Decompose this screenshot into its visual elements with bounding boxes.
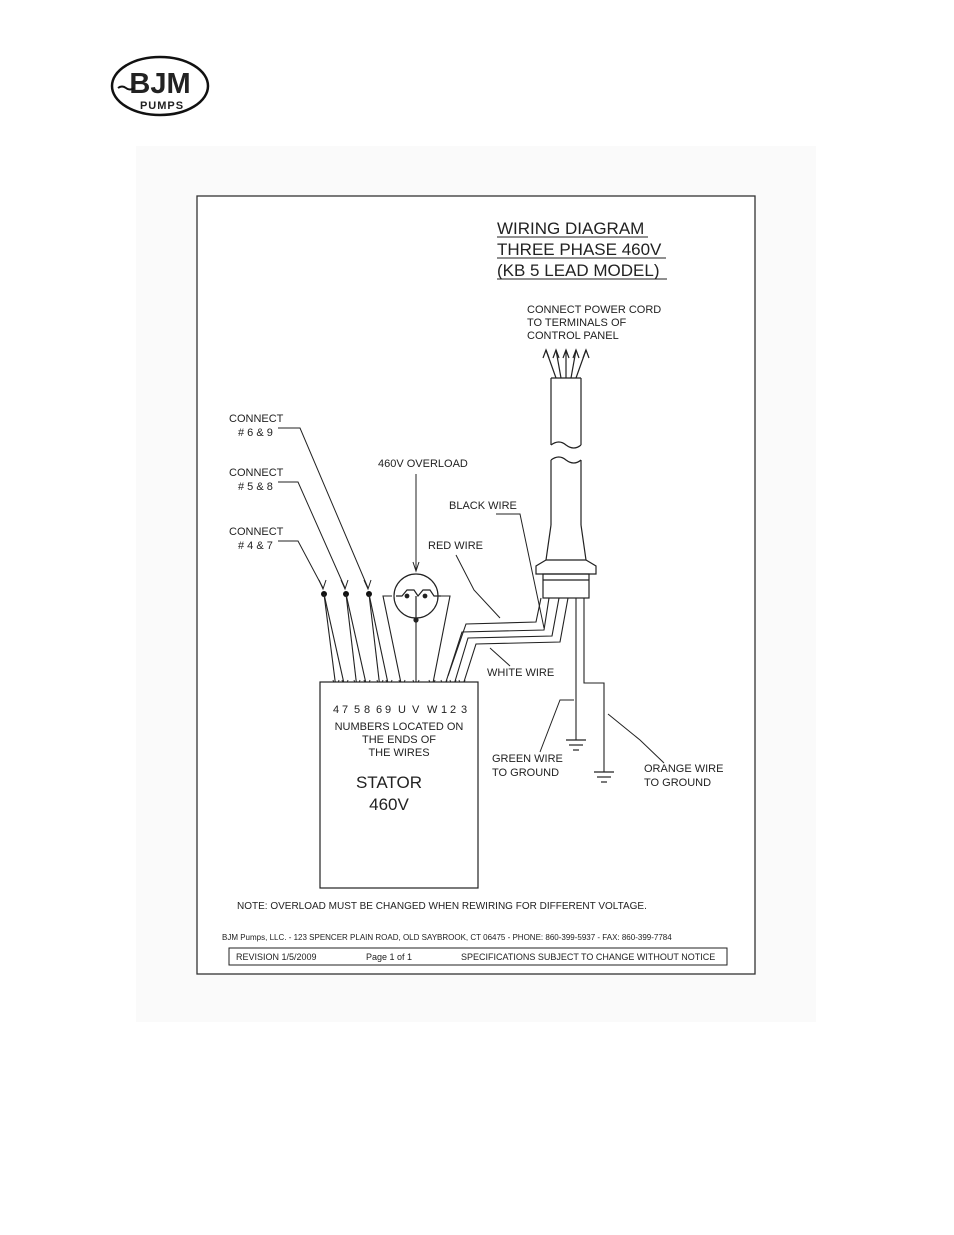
wire-numbers-note: NUMBERS LOCATED ON THE ENDS OF THE WIRES: [335, 721, 464, 759]
connect-58-line-1: CONNECT: [229, 467, 284, 479]
ground-symbol-orange: [594, 771, 614, 783]
terminal-8: 8: [364, 704, 370, 716]
power-cord: [535, 348, 597, 599]
wire-numbers-note-line-2: THE ENDS OF: [362, 734, 436, 746]
white-wire-label: WHITE WIRE: [487, 667, 554, 679]
company-line: BJM Pumps, LLC. - 123 SPENCER PLAIN ROAD…: [222, 933, 672, 942]
stator-label-line-2: 460V: [369, 795, 409, 814]
terminal-5: 5: [354, 704, 360, 716]
terminal-2: 2: [450, 704, 456, 716]
connect-leader-lines: [278, 427, 372, 591]
logo-text-top: BJM: [129, 68, 190, 100]
title-line-3: (KB 5 LEAD MODEL): [497, 261, 660, 280]
power-cord-note-line-3: CONTROL PANEL: [527, 330, 619, 342]
terminal-6: 6: [376, 704, 382, 716]
overload-leader: [412, 474, 420, 573]
connect-47-line-1: CONNECT: [229, 526, 284, 538]
logo-text-bottom: PUMPS: [140, 100, 184, 112]
wire-numbers-note-line-1: NUMBERS LOCATED ON: [335, 721, 464, 733]
terminal-U: U: [398, 704, 406, 716]
footer-page: Page 1 of 1: [366, 952, 412, 962]
terminal-3: 3: [461, 704, 467, 716]
black-wire-label: BLACK WIRE: [449, 500, 517, 512]
terminal-7: 7: [342, 704, 348, 716]
power-cord-note-line-2: TO TERMINALS OF: [527, 317, 627, 329]
terminal-9: 9: [385, 704, 391, 716]
footer-spec: SPECIFICATIONS SUBJECT TO CHANGE WITHOUT…: [461, 952, 715, 962]
diagram-title: WIRING DIAGRAM THREE PHASE 460V (KB 5 LE…: [497, 219, 667, 280]
terminal-4: 4: [333, 704, 339, 716]
red-wire-leader: [455, 554, 501, 619]
terminal-1: 1: [441, 704, 447, 716]
green-wire-label-2: TO GROUND: [492, 767, 559, 779]
stator-label: STATOR 460V: [356, 773, 422, 814]
terminal-numbers: 4 7 5 8 6 9 U V W 1 2 3: [333, 704, 467, 716]
overload-device: [393, 573, 441, 623]
connect-58-line-2: # 5 & 8: [238, 481, 273, 493]
power-cord-note: CONNECT POWER CORD TO TERMINALS OF CONTR…: [527, 304, 661, 342]
overload-note: NOTE: OVERLOAD MUST BE CHANGED WHEN REWI…: [237, 901, 647, 912]
green-wire-label-1: GREEN WIRE: [492, 753, 563, 765]
connect-47-line-2: # 4 & 7: [238, 540, 273, 552]
bjm-logo: BJM PUMPS: [110, 55, 210, 117]
green-wire-leader: [539, 699, 574, 753]
connect-label-47: CONNECT # 4 & 7: [229, 526, 284, 552]
overload-label: 460V OVERLOAD: [378, 458, 468, 470]
power-cord-note-line-1: CONNECT POWER CORD: [527, 304, 661, 316]
terminal-W: W: [427, 704, 438, 716]
black-wire-leader: [496, 513, 545, 629]
title-line-1: WIRING DIAGRAM: [497, 219, 644, 238]
connect-label-69: CONNECT # 6 & 9: [229, 413, 284, 439]
stator-label-line-1: STATOR: [356, 773, 422, 792]
stator-lead-wires: [323, 593, 605, 772]
wire-numbers-note-line-3: THE WIRES: [368, 747, 429, 759]
orange-wire-label-1: ORANGE WIRE: [644, 763, 723, 775]
orange-wire-label-2: TO GROUND: [644, 777, 711, 789]
connect-69-line-2: # 6 & 9: [238, 427, 273, 439]
orange-wire-leader: [607, 713, 665, 764]
white-wire-leader: [489, 647, 511, 667]
red-wire-label: RED WIRE: [428, 540, 483, 552]
footer-revision: REVISION 1/5/2009: [236, 952, 317, 962]
connect-69-line-1: CONNECT: [229, 413, 284, 425]
terminal-V: V: [412, 704, 420, 716]
connect-label-58: CONNECT # 5 & 8: [229, 467, 284, 493]
stator-box: [319, 681, 479, 889]
title-line-2: THREE PHASE 460V: [497, 240, 662, 259]
footer-box: [228, 947, 728, 966]
ground-symbol-green: [566, 739, 586, 751]
